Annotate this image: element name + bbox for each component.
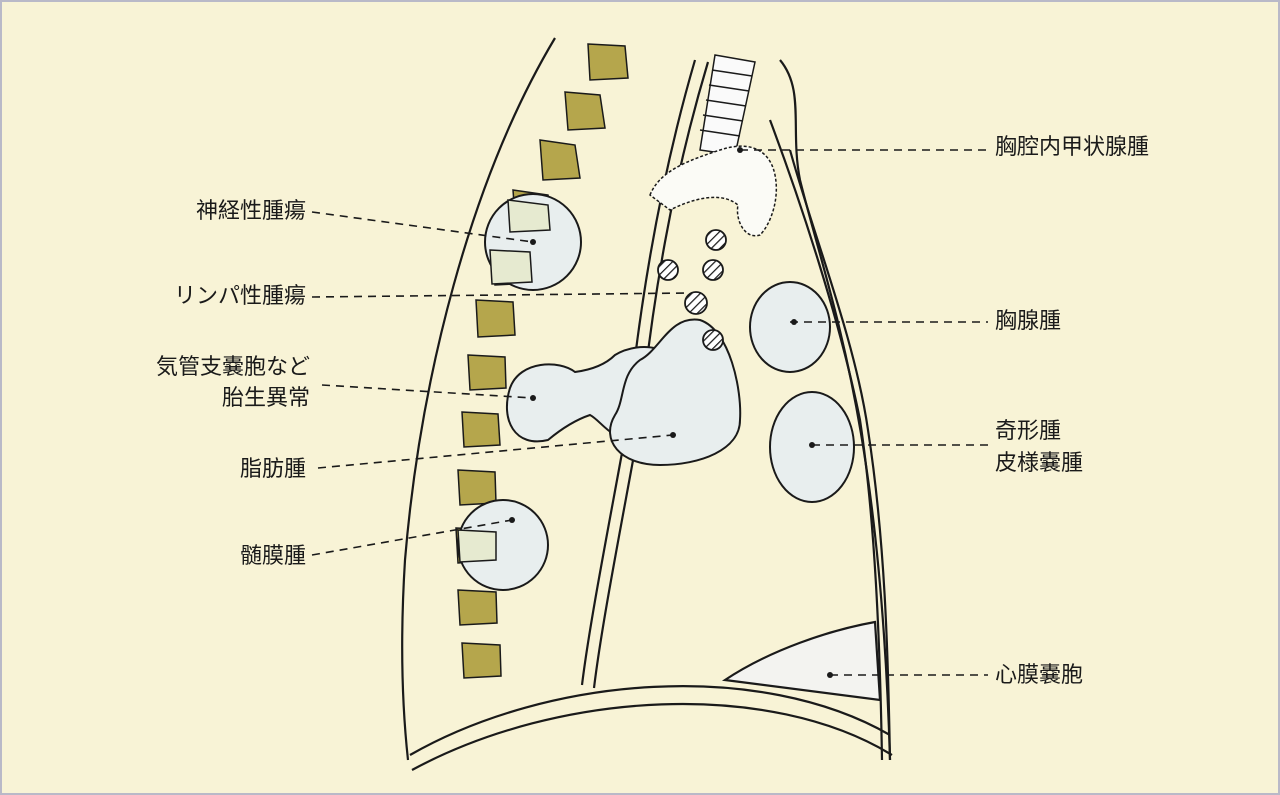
label-lymphoma: リンパ性腫瘍 <box>173 284 306 309</box>
thorax-outline <box>401 37 893 771</box>
vertebra-insets <box>457 199 551 563</box>
label-teratoma: 奇形腫 <box>995 419 1062 444</box>
vertebra-3 <box>539 139 581 181</box>
label-bronchogenic-cyst-line2: 胎生異常 <box>221 386 310 411</box>
meningioma-mass <box>457 499 549 591</box>
vertebra-6 <box>475 299 516 338</box>
label-thymoma: 胸腺腫 <box>995 309 1062 334</box>
vertebra-11 <box>457 589 498 626</box>
sternum-line-inner <box>768 119 884 761</box>
vertebra-12 <box>461 642 502 679</box>
label-intrathoracic-thyroid: 胸腔内甲状腺腫 <box>995 135 1150 160</box>
sternum-line-outer <box>788 149 892 761</box>
leader-bronchogenic-cyst <box>321 384 534 399</box>
label-lipoma: 脂肪腫 <box>239 457 306 482</box>
lipoma-mass <box>609 318 742 467</box>
label-meningioma: 髄膜腫 <box>239 544 306 569</box>
posterior-chest-wall <box>401 37 556 761</box>
label-bronchogenic-cyst-line1: 気管支嚢胞など <box>155 355 310 380</box>
leader-lymphoma <box>311 292 691 298</box>
leader-lipoma <box>317 434 674 469</box>
leader-neurogenic-tumor <box>311 211 534 243</box>
diaphragm-upper <box>409 685 891 756</box>
leader-meningioma <box>311 519 513 556</box>
vertebra-9 <box>457 469 497 506</box>
vertebra-8 <box>461 411 501 448</box>
label-neurogenic-tumor: 神経性腫瘍 <box>195 199 306 224</box>
vertebra-7 <box>467 354 507 391</box>
diaphragm-lower <box>411 702 893 771</box>
thyroid-mass <box>649 145 778 237</box>
label-pericardial-cyst: 心膜嚢胞 <box>995 663 1084 688</box>
anchor-dots <box>509 147 833 678</box>
vertebra-1 <box>587 43 629 81</box>
trachea-rings <box>699 54 756 156</box>
anterior-chest-wall <box>779 59 892 761</box>
thymoma-mass <box>749 281 831 373</box>
label-dermoid-cyst: 皮様嚢腫 <box>995 451 1084 476</box>
lymph-nodes <box>657 229 727 351</box>
vertebra-2 <box>564 91 606 131</box>
pericardium-area <box>721 620 882 702</box>
leader-lines <box>311 149 988 676</box>
